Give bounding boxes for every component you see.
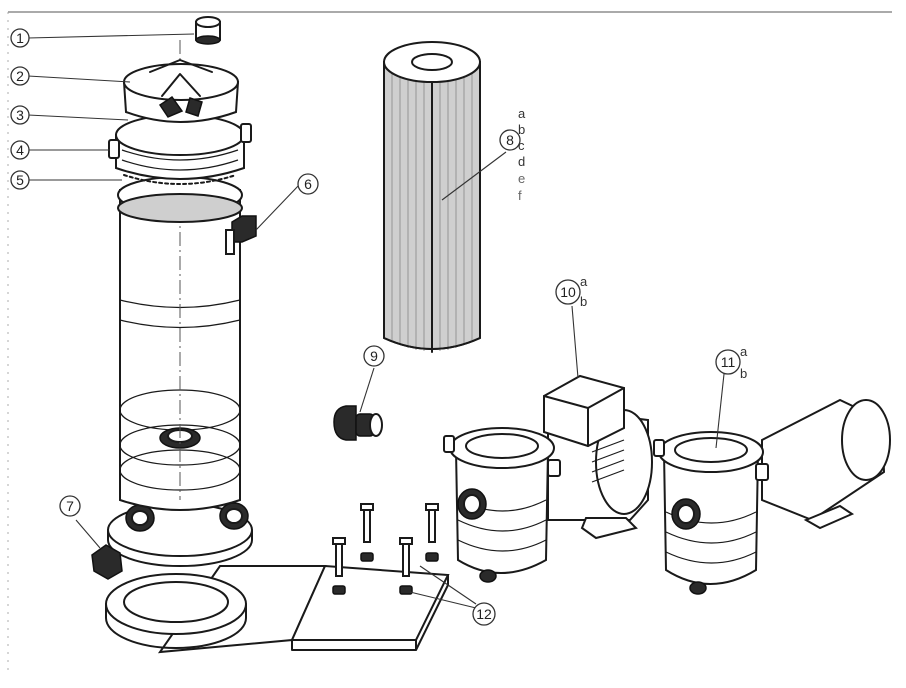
callout-2-label: 2 [16, 68, 24, 84]
bolts-and-nuts [332, 503, 439, 595]
pump-with-timer [443, 374, 653, 583]
callout-10-variant-b: b [580, 294, 587, 309]
union-fitting [333, 405, 383, 441]
callout-6-label: 6 [304, 176, 312, 192]
callout-8-variant-e: e [518, 171, 525, 186]
callout-7: 7 [59, 495, 81, 517]
callout-8: 8 [499, 129, 521, 151]
callout-8-label: 8 [506, 132, 514, 148]
callout-10: 10 [555, 279, 581, 305]
callout-10-variants: a b [580, 274, 588, 309]
callout-3-label: 3 [16, 107, 24, 123]
callout-1-label: 1 [16, 30, 24, 46]
callout-6: 6 [297, 173, 319, 195]
callout-11-variant-b: b [740, 366, 747, 381]
callout-11-variant-a: a [740, 344, 748, 359]
callout-8-variants: a b c d e f [518, 106, 526, 203]
callout-8-variant-b: b [518, 122, 525, 137]
filter-cartridge [383, 41, 481, 353]
mounting-base [105, 564, 450, 654]
callout-12-label: 12 [476, 606, 492, 622]
callout-8-variant-c: c [518, 138, 525, 153]
callout-10-label: 10 [560, 284, 576, 300]
callout-9-label: 9 [370, 348, 378, 364]
callout-7-label: 7 [66, 498, 74, 514]
leader-lines [27, 33, 725, 609]
drain-plug [91, 544, 123, 580]
callout-4: 4 [10, 140, 30, 160]
callout-1: 1 [10, 28, 30, 48]
callout-5-label: 5 [16, 172, 24, 188]
callout-9: 9 [363, 345, 385, 367]
callout-12: 12 [472, 602, 496, 626]
callout-5: 5 [10, 170, 30, 190]
callout-10-variant-a: a [580, 274, 588, 289]
callout-4-label: 4 [16, 142, 24, 158]
callout-8-variant-d: d [518, 154, 525, 169]
callout-8-variant-a: a [518, 106, 526, 121]
callout-3: 3 [10, 105, 30, 125]
callout-8-variant-f: f [518, 188, 522, 203]
callout-11: 11 [715, 349, 741, 375]
callout-11-variants: a b [740, 344, 748, 381]
callout-11-label: 11 [721, 354, 736, 370]
filter-housing [107, 16, 257, 567]
pump-standard [653, 398, 891, 595]
callout-2: 2 [10, 66, 30, 86]
